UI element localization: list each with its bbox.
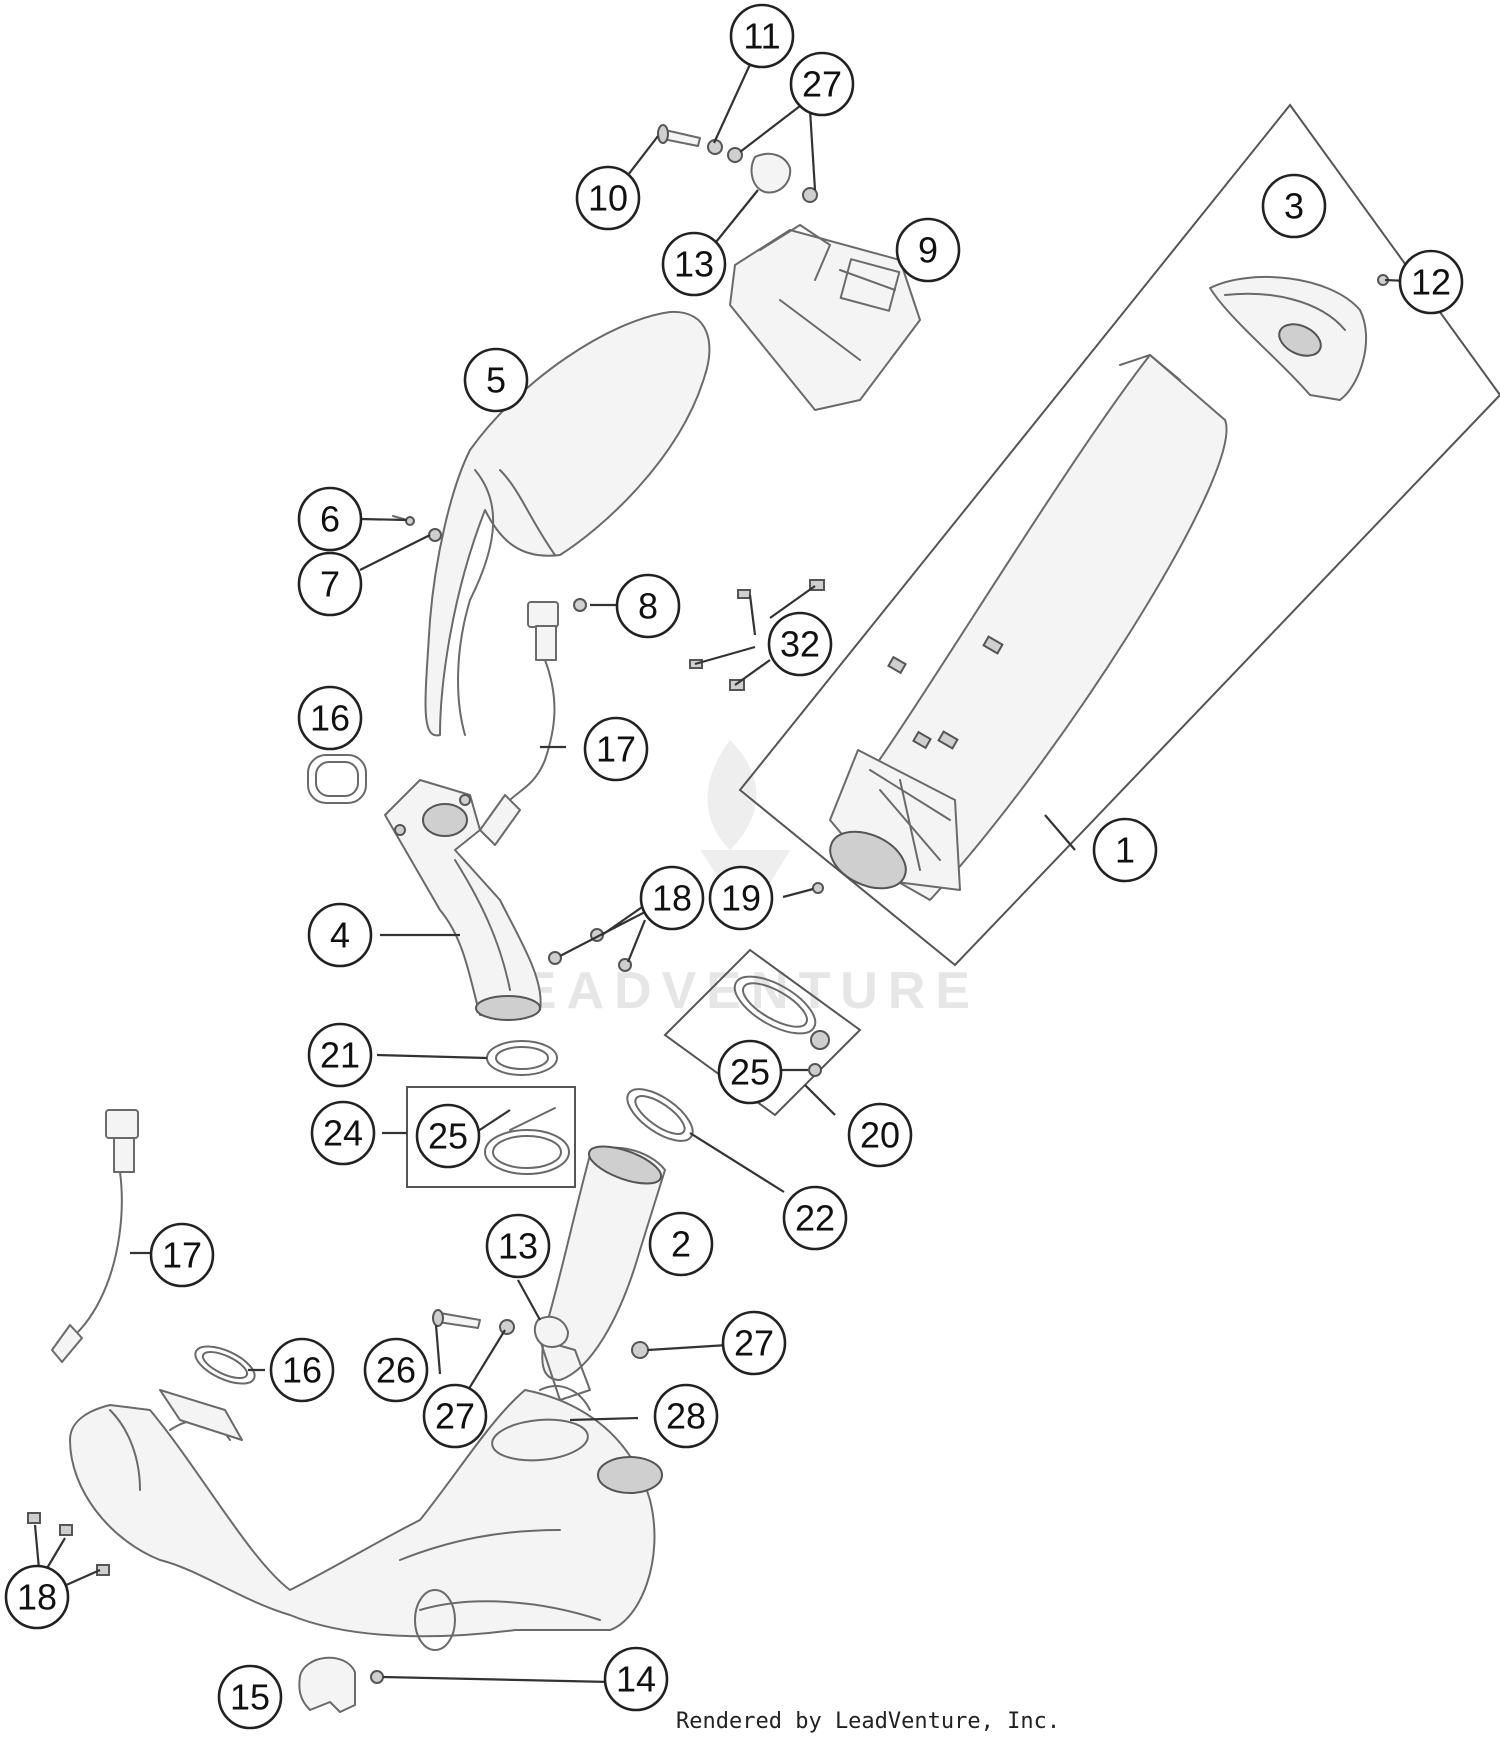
svg-text:19: 19 xyxy=(721,878,761,919)
clamp-part-15 xyxy=(298,1656,384,1713)
svg-text:18: 18 xyxy=(652,878,692,919)
svg-text:9: 9 xyxy=(918,230,938,271)
callout-14: 14 xyxy=(603,1646,669,1712)
svg-text:8: 8 xyxy=(638,586,658,627)
callout-7: 7 xyxy=(297,551,363,617)
watermark-text: LEADVENTURE xyxy=(480,962,980,1020)
lower-mount-hardware xyxy=(432,1309,649,1359)
callout-17: 17 xyxy=(583,716,649,782)
gasket-part-22 xyxy=(626,1088,694,1142)
svg-text:4: 4 xyxy=(330,915,350,956)
lambda-sensor-part-17-upper xyxy=(479,601,559,846)
gasket-part-21 xyxy=(486,1040,558,1076)
callout-13: 13 xyxy=(485,1213,551,1279)
callout-10: 10 xyxy=(575,165,641,231)
header-pipe-part-4 xyxy=(384,779,542,1021)
exhaust-manifold-part-2 xyxy=(69,1145,666,1651)
callout-18: 18 xyxy=(4,1564,70,1630)
callout-24: 24 xyxy=(310,1100,376,1166)
svg-text:25: 25 xyxy=(730,1052,770,1093)
callout-21: 21 xyxy=(307,1022,373,1088)
callout-5: 5 xyxy=(463,347,529,413)
callout-1: 1 xyxy=(1092,817,1158,883)
svg-text:11: 11 xyxy=(743,16,780,57)
callout-13: 13 xyxy=(661,231,727,297)
callout-26: 26 xyxy=(363,1337,429,1403)
callout-3: 3 xyxy=(1261,173,1327,239)
callout-2: 2 xyxy=(648,1211,714,1277)
callout-27: 27 xyxy=(422,1383,488,1449)
heat-shield-part-5 xyxy=(424,310,711,737)
svg-text:27: 27 xyxy=(802,64,842,105)
svg-text:14: 14 xyxy=(616,1659,656,1700)
gasket-part-16-upper xyxy=(307,754,367,804)
render-credit: Rendered by LeadVenture, Inc. xyxy=(676,1709,1060,1734)
callout-4: 4 xyxy=(307,902,373,968)
clamp-kit-frame xyxy=(406,1086,576,1188)
svg-text:26: 26 xyxy=(376,1350,416,1391)
gasket-part-16-lower xyxy=(194,1345,256,1385)
callout-9: 9 xyxy=(895,217,961,283)
callout-25: 25 xyxy=(717,1039,783,1105)
svg-text:6: 6 xyxy=(320,499,340,540)
callout-6: 6 xyxy=(297,486,363,552)
heat-shield-part-9 xyxy=(729,224,921,411)
svg-text:22: 22 xyxy=(795,1198,835,1239)
svg-text:5: 5 xyxy=(486,360,506,401)
callout-20: 20 xyxy=(847,1102,913,1168)
callouts: 11 27 10 13 9 3 12 5 6 7 8 32 16 17 1 4 … xyxy=(4,3,1464,1730)
callout-16: 16 xyxy=(269,1337,335,1403)
svg-text:13: 13 xyxy=(498,1226,538,1267)
svg-text:3: 3 xyxy=(1284,186,1304,227)
callout-28: 28 xyxy=(653,1383,719,1449)
callout-27: 27 xyxy=(789,51,855,117)
top-mount-hardware xyxy=(657,124,818,203)
svg-text:28: 28 xyxy=(666,1396,706,1437)
end-cap-part-3 xyxy=(1209,274,1389,401)
svg-text:13: 13 xyxy=(674,244,714,285)
callout-17: 17 xyxy=(149,1222,215,1288)
svg-text:25: 25 xyxy=(428,1116,468,1157)
callout-12: 12 xyxy=(1398,249,1464,315)
nuts-part-18-lower xyxy=(27,1512,110,1576)
svg-text:17: 17 xyxy=(596,729,636,770)
svg-text:1: 1 xyxy=(1115,830,1135,871)
svg-text:24: 24 xyxy=(323,1113,363,1154)
svg-text:16: 16 xyxy=(282,1350,322,1391)
svg-text:27: 27 xyxy=(734,1323,774,1364)
clamp-assembly-part-24 xyxy=(406,1086,576,1188)
svg-text:21: 21 xyxy=(320,1035,360,1076)
callout-27: 27 xyxy=(721,1310,787,1376)
svg-text:27: 27 xyxy=(435,1396,475,1437)
callout-11: 11 xyxy=(729,3,795,69)
callout-15: 15 xyxy=(217,1664,283,1730)
svg-text:2: 2 xyxy=(671,1224,691,1265)
muffler-part-1 xyxy=(738,103,1500,967)
callout-8: 8 xyxy=(615,573,681,639)
svg-text:18: 18 xyxy=(17,1577,57,1618)
svg-text:15: 15 xyxy=(230,1677,270,1718)
callout-16: 16 xyxy=(297,685,363,751)
svg-text:10: 10 xyxy=(588,178,628,219)
callout-19: 19 xyxy=(708,865,774,931)
watermark: LEADVENTURE xyxy=(480,740,980,1020)
svg-text:32: 32 xyxy=(780,624,820,665)
svg-text:12: 12 xyxy=(1411,262,1451,303)
svg-text:7: 7 xyxy=(320,564,340,605)
svg-text:17: 17 xyxy=(162,1235,202,1276)
svg-text:20: 20 xyxy=(860,1115,900,1156)
callout-25: 25 xyxy=(415,1103,481,1169)
callout-22: 22 xyxy=(782,1185,848,1251)
callout-18: 18 xyxy=(639,865,705,931)
lambda-sensor-part-17-lower xyxy=(51,1109,139,1363)
callout-32: 32 xyxy=(767,611,833,677)
svg-text:16: 16 xyxy=(310,698,350,739)
